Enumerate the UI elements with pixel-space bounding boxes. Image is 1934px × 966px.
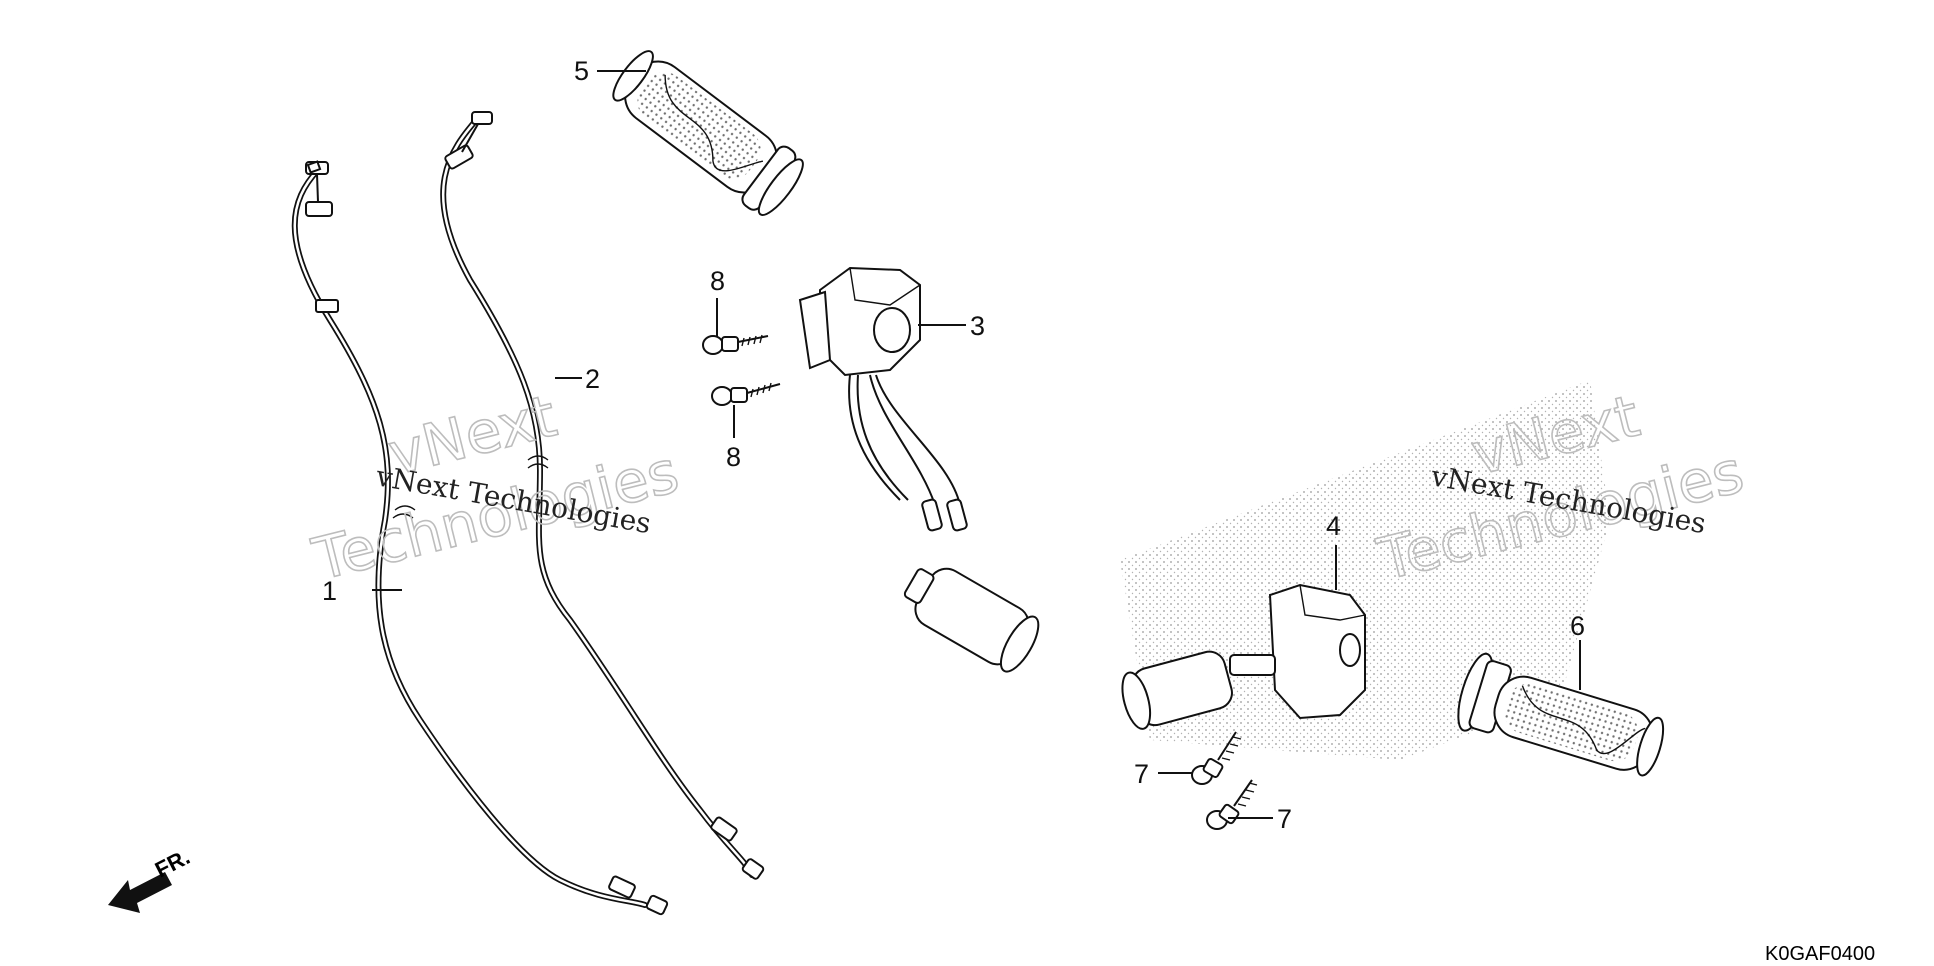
bolt-8-lower [711, 382, 781, 406]
callout-8-upper: 8 [710, 266, 725, 296]
callout-5: 5 [574, 56, 589, 86]
front-direction-arrow: FR. [108, 844, 194, 913]
callout-4: 4 [1326, 511, 1341, 541]
diagram-code: K0GAF0400 [1765, 943, 1875, 965]
callout-2: 2 [585, 364, 600, 394]
callout-3: 3 [970, 311, 985, 341]
grip-6 [1457, 652, 1665, 777]
callout-1: 1 [322, 576, 337, 606]
bolt-7-upper [1191, 731, 1242, 785]
cable-1 [291, 160, 669, 916]
callout-6: 6 [1570, 611, 1585, 641]
arrow-icon [108, 872, 172, 913]
callout-7-lower: 7 [1277, 804, 1292, 834]
bolt-7-lower [1206, 779, 1258, 830]
callout-7-upper: 7 [1134, 759, 1149, 789]
callout-8-lower: 8 [726, 442, 741, 472]
watermark-left: vNext Technologies vNext Technologies [305, 381, 686, 595]
bolt-8-upper [702, 334, 769, 355]
switch-3 [798, 266, 1040, 673]
switch-4 [1121, 583, 1366, 730]
cable-2 [440, 111, 765, 880]
grip-5 [612, 50, 804, 216]
